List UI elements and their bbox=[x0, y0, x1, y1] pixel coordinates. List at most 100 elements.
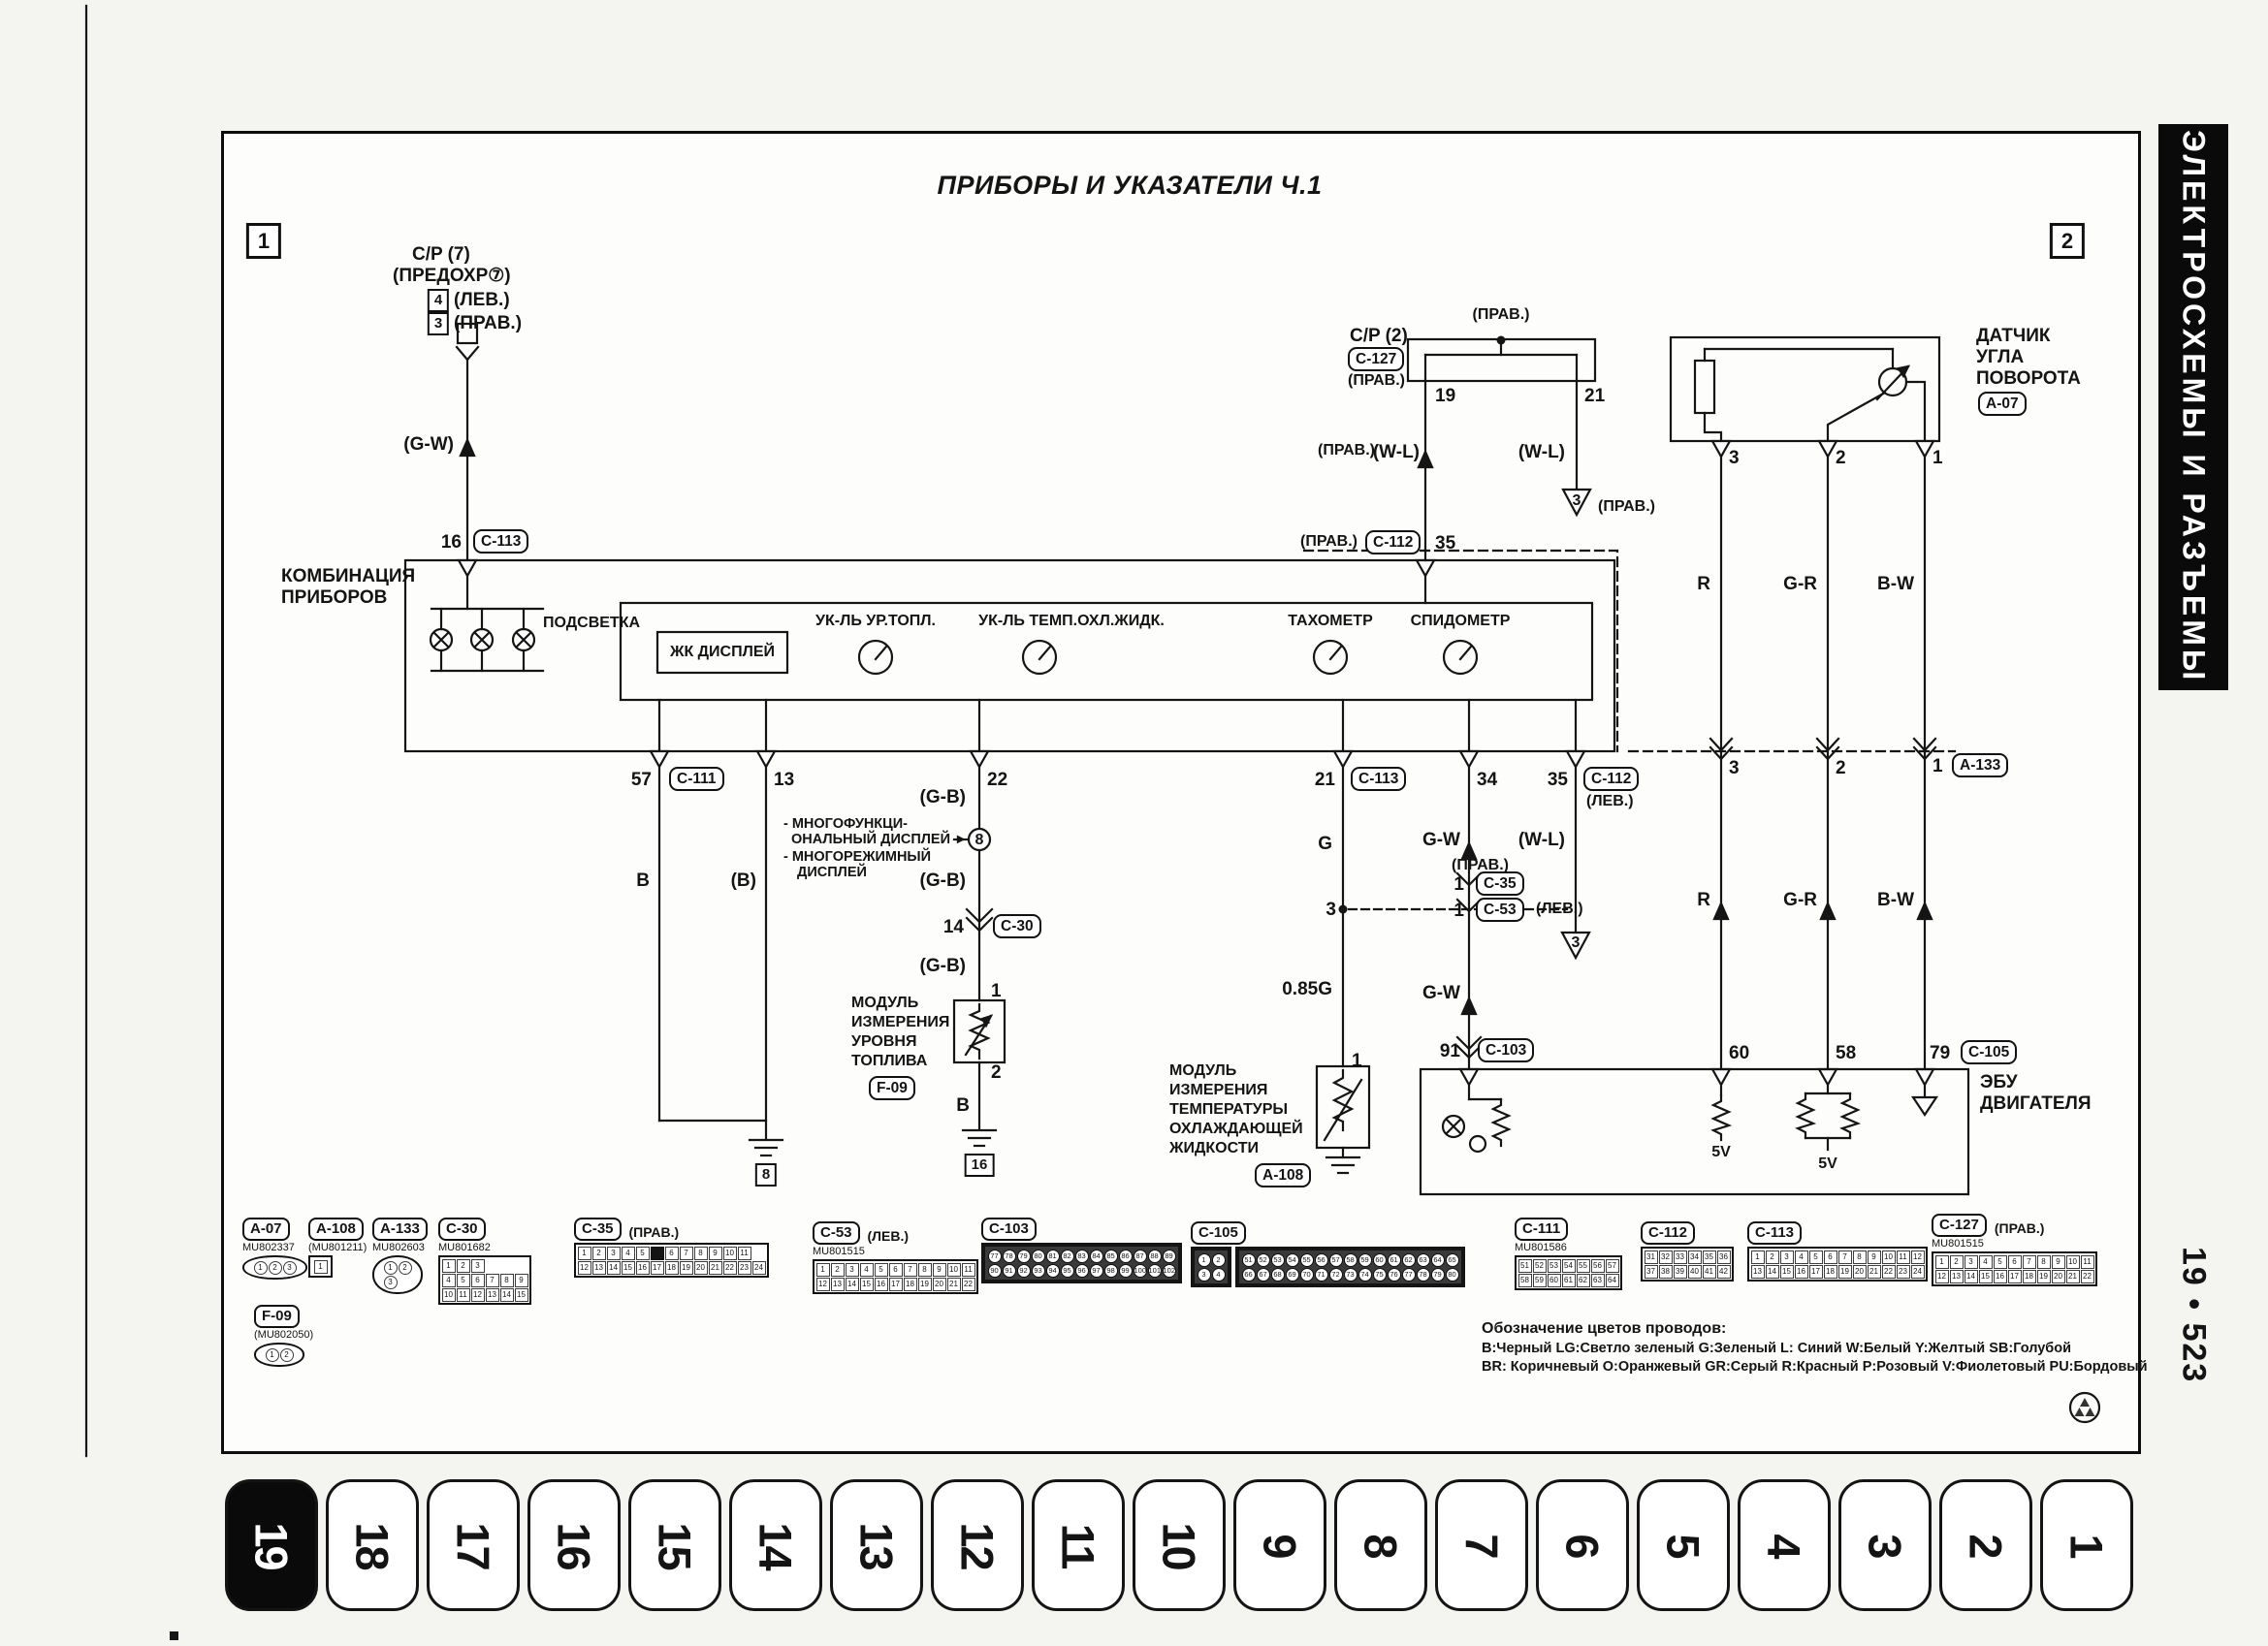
chapter-tab-10[interactable]: 10 bbox=[1133, 1479, 1226, 1611]
shield-point-number: 3 bbox=[1572, 492, 1581, 509]
arrow-up-icon bbox=[1916, 901, 1933, 921]
wire-color: R bbox=[1697, 574, 1710, 594]
chapter-tab-9[interactable]: 9 bbox=[1233, 1479, 1326, 1611]
pin-cell bbox=[650, 1246, 664, 1260]
wire-color: G-R bbox=[1783, 890, 1817, 910]
pin-cell: 87 bbox=[1133, 1249, 1147, 1263]
chapter-tab-18[interactable]: 18 bbox=[326, 1479, 419, 1611]
pin-cell: 53 bbox=[1547, 1258, 1561, 1273]
chapter-tab-19[interactable]: 19 bbox=[225, 1479, 318, 1611]
pin-cell: 65 bbox=[1445, 1252, 1459, 1267]
pin-number: 21 bbox=[1314, 770, 1335, 790]
pin-cell: 8 bbox=[693, 1246, 708, 1260]
component-label: ЖК ДИСПЛЕЙ bbox=[669, 644, 776, 660]
chapter-tab-4[interactable]: 4 bbox=[1738, 1479, 1831, 1611]
pin-cell: 54 bbox=[1285, 1252, 1299, 1267]
chapter-tab-8[interactable]: 8 bbox=[1334, 1479, 1427, 1611]
pin-cell: 21 bbox=[708, 1260, 722, 1275]
chapter-tab-11[interactable]: 11 bbox=[1032, 1479, 1125, 1611]
wire-color: G bbox=[1318, 834, 1332, 854]
pin-cell: 98 bbox=[1103, 1263, 1118, 1278]
pin-cell: 74 bbox=[1358, 1267, 1372, 1282]
chapter-tab-2[interactable]: 2 bbox=[1939, 1479, 2032, 1611]
connector-id: A-133 bbox=[372, 1218, 428, 1241]
lcd-display-box bbox=[655, 630, 789, 675]
wire-color: (W-L) bbox=[1517, 442, 1565, 462]
pin-number: 58 bbox=[1836, 1043, 1857, 1063]
pin-cell: 80 bbox=[1031, 1249, 1045, 1263]
pin-number: 91 bbox=[1439, 1041, 1460, 1061]
chapter-tab-13[interactable]: 13 bbox=[830, 1479, 923, 1611]
legend-line: B:Черный LG:Светло зеленый G:Зеленый L: … bbox=[1482, 1341, 2072, 1356]
pin-number: 16 bbox=[440, 532, 462, 553]
fuse-box-cp2-icon bbox=[1406, 335, 1597, 383]
chapter-tab-5[interactable]: 5 bbox=[1637, 1479, 1730, 1611]
junction-dot-icon bbox=[1338, 904, 1348, 914]
connector-id: C-53 bbox=[813, 1221, 860, 1245]
chapter-tab-16[interactable]: 16 bbox=[527, 1479, 621, 1611]
gauge-label: ТАХОМЕТР bbox=[1288, 613, 1373, 629]
connector-ref: C-111 bbox=[669, 767, 724, 791]
voltage-label: 5V bbox=[1711, 1144, 1731, 1160]
pin-cell: 21 bbox=[946, 1277, 961, 1291]
connector-part-number: MU801586 bbox=[1515, 1242, 1567, 1253]
pin-cell: 57 bbox=[1328, 1252, 1343, 1267]
component-label: ОХЛАЖДАЮЩЕЙ bbox=[1169, 1121, 1303, 1137]
chapter-tab-3[interactable]: 3 bbox=[1838, 1479, 1932, 1611]
chapter-tab-15[interactable]: 15 bbox=[628, 1479, 721, 1611]
pin-cell: 13 bbox=[591, 1260, 606, 1275]
pin-cell: 92 bbox=[1016, 1263, 1031, 1278]
junction-number: 3 bbox=[1326, 900, 1336, 920]
diagram-label: (ЛЕВ.) bbox=[1586, 793, 1634, 809]
pin-cell: 16 bbox=[1993, 1269, 2007, 1283]
tab-number: 11 bbox=[1052, 1523, 1104, 1567]
wire-color: 0.85G bbox=[1282, 979, 1332, 999]
pin-cell: 11 bbox=[1896, 1250, 1910, 1264]
chapter-tab-12[interactable]: 12 bbox=[931, 1479, 1024, 1611]
display-note: ДИСПЛЕЙ bbox=[797, 865, 867, 880]
pin-cell: 7 bbox=[903, 1262, 917, 1277]
chapter-tab-6[interactable]: 6 bbox=[1536, 1479, 1629, 1611]
pin-cell: 79 bbox=[1016, 1249, 1031, 1263]
pin-cell: 67 bbox=[1256, 1267, 1270, 1282]
chapter-tab-17[interactable]: 17 bbox=[427, 1479, 520, 1611]
pin-cell: 90 bbox=[987, 1263, 1002, 1278]
pin-cell: 31 bbox=[1644, 1250, 1658, 1264]
wire-color: (W-L) bbox=[1517, 830, 1565, 850]
pin-cell: 95 bbox=[1060, 1263, 1074, 1278]
pin-cell: 81 bbox=[1045, 1249, 1060, 1263]
pin-cell: 70 bbox=[1299, 1267, 1314, 1282]
chapter-tab-1[interactable]: 1 bbox=[2040, 1479, 2133, 1611]
pin-cell: 39 bbox=[1673, 1264, 1687, 1279]
connector-id: C-30 bbox=[438, 1218, 486, 1241]
pin-cell: 3 bbox=[282, 1260, 297, 1275]
pin-cell: 6 bbox=[2007, 1254, 2022, 1269]
tab-number: 10 bbox=[1153, 1521, 1205, 1569]
chapter-sidebar: ЭЛЕКТРОСХЕМЫ И РАЗЪЕМЫ bbox=[2158, 124, 2228, 690]
display-note: - МНОГОРЕЖИМНЫЙ bbox=[783, 849, 932, 865]
pin-cell: 59 bbox=[1358, 1252, 1372, 1267]
wire-color: (B) bbox=[730, 870, 756, 891]
chapter-tab-14[interactable]: 14 bbox=[729, 1479, 822, 1611]
pin-number: 35 bbox=[1547, 770, 1568, 790]
component-label: КОМБИНАЦИЯ bbox=[281, 566, 416, 586]
chapter-tab-7[interactable]: 7 bbox=[1435, 1479, 1528, 1611]
pin-cell: 62 bbox=[1576, 1273, 1590, 1287]
connector-pin-icons bbox=[1458, 1067, 1935, 1088]
pin-cell: 57 bbox=[1605, 1258, 1619, 1273]
pin-cell: 93 bbox=[1031, 1263, 1045, 1278]
wire-color-legend: Обозначение цветов проводов: B:Черный LG… bbox=[1482, 1320, 2148, 1375]
arrow-up-icon bbox=[459, 437, 476, 458]
component-label: ИЗМЕРЕНИЯ bbox=[1169, 1082, 1268, 1098]
chapter-sidebar-title: ЭЛЕКТРОСХЕМЫ И РАЗЪЕМЫ bbox=[2176, 130, 2212, 684]
